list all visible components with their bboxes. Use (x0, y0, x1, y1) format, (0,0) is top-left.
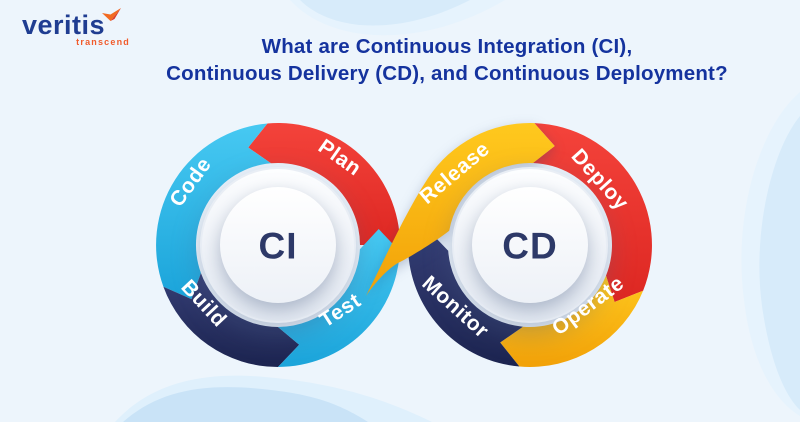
page-title-line2: Continuous Delivery (CD), and Continuous… (166, 62, 728, 85)
cd-center-label: CD (502, 225, 557, 266)
segment-test (278, 229, 400, 367)
cd-center-circle: CD (452, 167, 608, 323)
page-title: What are Continuous Integration (CI), Co… (108, 33, 786, 87)
segment-plan (248, 123, 400, 245)
ci-center-circle: CI (200, 167, 356, 323)
top-wave-dark (300, 0, 470, 26)
segment-operate (500, 275, 644, 367)
logo-wordmark: veritis (22, 10, 106, 40)
segment-monitor (408, 230, 523, 367)
right-blob-dark (759, 116, 800, 410)
logo-swoosh-icon (102, 8, 122, 21)
bottom-wave-dark (123, 387, 368, 422)
segment-code (156, 123, 271, 300)
veritis-logo: veritis transcend (22, 8, 132, 47)
segment-deploy (532, 123, 652, 302)
logo-tagline: transcend (76, 37, 130, 47)
segment-release (366, 123, 555, 296)
segment-build (163, 273, 300, 367)
page-title-line1: What are Continuous Integration (CI), (261, 35, 633, 58)
ci-center-label: CI (259, 225, 298, 266)
